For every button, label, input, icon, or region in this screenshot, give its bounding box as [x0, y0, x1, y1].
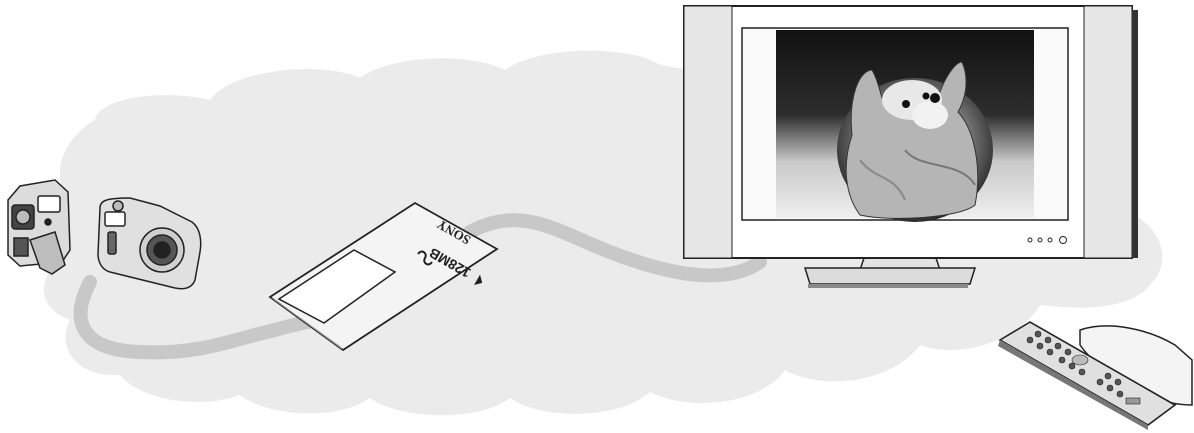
remote-control-icon — [998, 322, 1192, 430]
flat-panel-tv-icon — [684, 6, 1138, 288]
camcorder-icon — [8, 180, 70, 274]
